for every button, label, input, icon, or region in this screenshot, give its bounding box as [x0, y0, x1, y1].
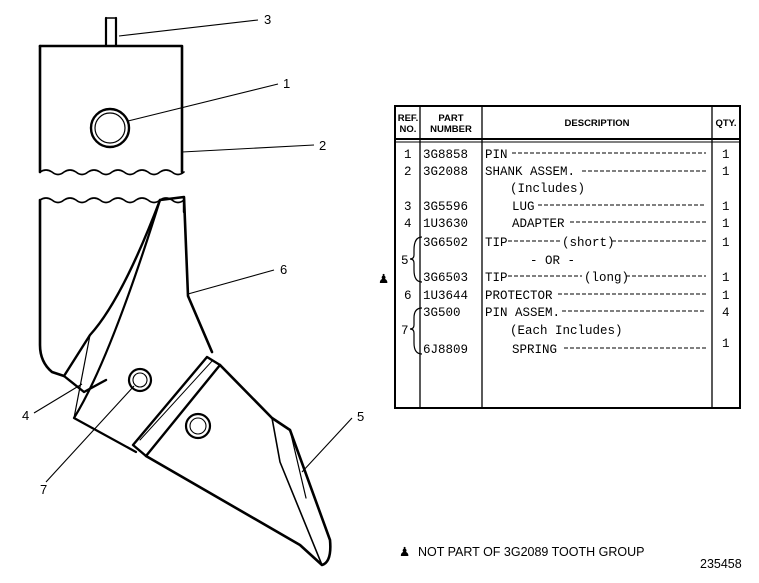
- row-11-desc: (Each Includes): [510, 324, 623, 338]
- footnote-marker: ♟: [399, 545, 410, 559]
- row-8-note: (long): [584, 271, 629, 285]
- row-6-desc: TIP: [485, 236, 508, 250]
- callout-6: 6: [280, 262, 287, 277]
- pin-part: [104, 16, 118, 48]
- header-ref: REF.: [398, 113, 419, 124]
- tooth-illustration: [38, 16, 332, 567]
- row-1-ref: 1: [404, 148, 412, 162]
- row-10-desc: PIN ASSEM.: [485, 306, 560, 320]
- row-10-qty: 4: [722, 306, 730, 320]
- row-2-desc: SHANK ASSEM.: [485, 165, 575, 179]
- row-7-desc: - OR -: [530, 254, 575, 268]
- row-11-ref: 7: [401, 324, 409, 338]
- row-1-qty: 1: [722, 148, 730, 162]
- row-5-desc: ADAPTER: [512, 217, 565, 231]
- group-bracket-5: [409, 236, 423, 283]
- row-2-part: 3G2088: [423, 165, 468, 179]
- row-1-part: 3G8858: [423, 148, 468, 162]
- row-9-qty: 1: [722, 289, 730, 303]
- row-8-qty: 1: [722, 271, 730, 285]
- header-part: PART: [438, 113, 463, 124]
- row-5-qty: 1: [722, 217, 730, 231]
- row-6-qty: 1: [722, 236, 730, 250]
- header-part-2: NUMBER: [430, 124, 472, 135]
- table-border: [394, 105, 741, 409]
- callout-4: 4: [22, 408, 29, 423]
- row-8-desc: TIP: [485, 271, 508, 285]
- group-bracket-7: [409, 307, 423, 355]
- header-ref-2: NO.: [400, 124, 417, 135]
- row-2-ref: 2: [404, 165, 412, 179]
- row-4-desc: LUG: [512, 200, 535, 214]
- row-7-ref: 5: [401, 254, 409, 268]
- not-part-marker: ♟: [378, 272, 389, 286]
- callout-2: 2: [319, 138, 326, 153]
- callout-5: 5: [357, 409, 364, 424]
- callout-labels: 3 1 2 6 4 5 7: [22, 12, 364, 497]
- row-9-ref: 6: [404, 289, 412, 303]
- row-1-desc: PIN: [485, 148, 508, 162]
- drawing-number: 235458: [700, 557, 742, 571]
- leader-lines: [33, 19, 353, 483]
- row-9-part: 1U3644: [423, 289, 468, 303]
- row-6-part: 3G6502: [423, 236, 468, 250]
- footnote-text: NOT PART OF 3G2089 TOOTH GROUP: [418, 545, 644, 559]
- footnote: ♟ NOT PART OF 3G2089 TOOTH GROUP: [399, 545, 644, 559]
- row-3-desc: (Includes): [510, 182, 585, 196]
- callout-7: 7: [40, 482, 47, 497]
- row-5-part: 1U3630: [423, 217, 468, 231]
- row-12-qty: 1: [722, 337, 730, 351]
- row-4-ref: 3: [404, 200, 412, 214]
- header-description: DESCRIPTION: [565, 118, 630, 129]
- row-6-note: (short): [562, 236, 615, 250]
- table-dash-leaders: [508, 152, 706, 349]
- callout-3: 3: [264, 12, 271, 27]
- row-4-part: 3G5596: [423, 200, 468, 214]
- parts-table: REF. NO. PART NUMBER DESCRIPTION QTY. 1 …: [394, 105, 741, 409]
- row-12-part: 6J8809: [423, 343, 468, 357]
- row-10-part: 3G500: [423, 306, 461, 320]
- adapter-part: [62, 195, 214, 454]
- callout-1: 1: [283, 76, 290, 91]
- shank-lower: [38, 197, 186, 378]
- row-4-qty: 1: [722, 200, 730, 214]
- shank-upper: [38, 44, 185, 176]
- header-qty: QTY.: [715, 118, 736, 129]
- row-8-part: 3G6503: [423, 271, 468, 285]
- row-2-qty: 1: [722, 165, 730, 179]
- tip-part: [144, 363, 332, 567]
- row-5-ref: 4: [404, 217, 412, 231]
- row-9-desc: PROTECTOR: [485, 289, 553, 303]
- row-12-desc: SPRING: [512, 343, 557, 357]
